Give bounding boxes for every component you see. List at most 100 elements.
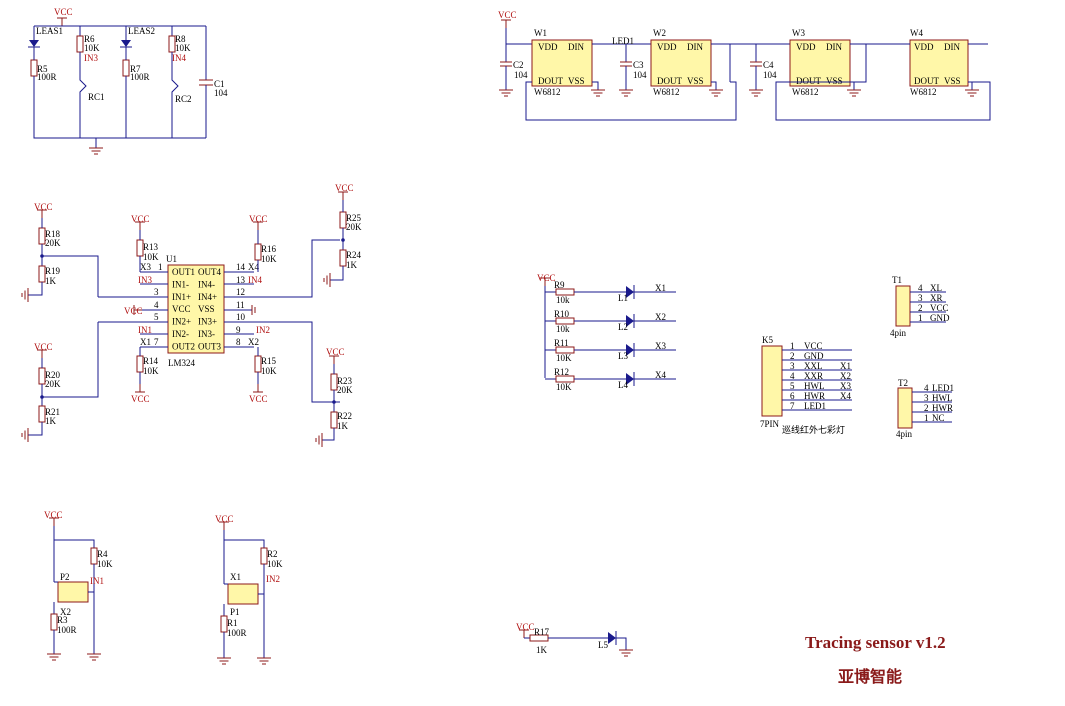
t2-type: 4pin <box>896 429 913 439</box>
k5-pin-number: 5 <box>790 381 795 391</box>
k5-pin-name: HWR <box>804 391 825 401</box>
u1-pin-left-2: IN1+ <box>172 292 191 302</box>
r6-label: R6 <box>84 34 95 44</box>
u1-pin-left-6: OUT2 <box>172 341 195 351</box>
p2-label: P2 <box>60 572 70 582</box>
r4-label: R4 <box>97 549 108 559</box>
r25-vcc: VCC <box>335 183 354 193</box>
t1-pin-name: XL <box>930 283 942 293</box>
r14-value: 10K <box>143 366 159 376</box>
t2-pin-name: LED1 <box>932 383 954 393</box>
w4-chip <box>909 39 969 87</box>
r6-value: 10K <box>84 43 100 53</box>
k5-type: 7PIN <box>760 419 780 429</box>
w2-part: W6812 <box>653 87 680 97</box>
t1-pin-number: 1 <box>918 313 923 323</box>
t2-pin-name: HWL <box>932 393 953 403</box>
k5-pin-number: 3 <box>790 361 795 371</box>
in4-net: IN4 <box>172 53 186 63</box>
r15-vcc: VCC <box>249 394 268 404</box>
k5-pin-name: LED1 <box>804 401 826 411</box>
w3-part: W6812 <box>792 87 819 97</box>
u1-pin-left-5: IN2- <box>172 329 189 339</box>
t1-pin-name: VCC <box>930 303 949 313</box>
t1-pin-name: GND <box>930 313 950 323</box>
w4-dout: DOUT <box>914 76 939 86</box>
svg-text:5: 5 <box>154 312 159 322</box>
u1-pin-right-2: IN4+ <box>198 292 217 302</box>
r14-vcc: VCC <box>131 394 150 404</box>
indicator-row: R12 10K L4 X4 <box>545 367 676 392</box>
w3-din: DIN <box>826 42 842 52</box>
u1-chip <box>167 264 225 354</box>
indicator-resistor-value: 10k <box>556 324 570 334</box>
k5-pin-number: 2 <box>790 351 795 361</box>
t2-pin-name: NC <box>932 413 945 423</box>
indicator-resistor-value: 10k <box>556 295 570 305</box>
k5-pin-number: 7 <box>790 401 795 411</box>
indicator-net: X4 <box>655 370 666 380</box>
led1-net: LED1 <box>612 36 634 46</box>
r18-value: 20K <box>45 238 61 248</box>
r18-vcc: VCC <box>34 202 53 212</box>
p2-x2-net: X2 <box>60 607 71 617</box>
w3-label: W3 <box>792 28 805 38</box>
u1-part: LM324 <box>168 358 196 368</box>
r25-label: R25 <box>346 213 362 223</box>
svg-text:10: 10 <box>236 312 246 322</box>
r5-value: 100R <box>37 72 57 82</box>
indicator-led-label: L4 <box>618 380 628 390</box>
r22-value: 1K <box>337 421 349 431</box>
w2-chip <box>650 39 712 87</box>
u1-x4-net: X4 <box>248 262 259 272</box>
svg-text:13: 13 <box>236 275 246 285</box>
indicator-led-label: L3 <box>618 351 628 361</box>
t1-label: T1 <box>892 275 902 285</box>
t1-type: 4pin <box>890 328 907 338</box>
r1-label: R1 <box>227 618 238 628</box>
k5-pin-number: 1 <box>790 341 795 351</box>
r7-label: R7 <box>130 64 141 74</box>
led-chain: VCC C2 104 W1 VDD DIN DOUT VSS W6812 LED… <box>498 10 991 121</box>
in3-net: IN3 <box>84 53 98 63</box>
w1-din: DIN <box>568 42 584 52</box>
u1-in4-net: IN4 <box>248 275 262 285</box>
r3-label: R3 <box>57 615 68 625</box>
r17-label: R17 <box>534 627 550 637</box>
indicator-resistor-value: 10K <box>556 353 572 363</box>
c2-label: C2 <box>513 60 524 70</box>
t2-pin-number: 3 <box>924 393 929 403</box>
w2-dout: DOUT <box>657 76 682 86</box>
title-company: 亚博智能 <box>838 667 902 686</box>
r13-value: 10K <box>143 252 159 262</box>
w1-label: W1 <box>534 28 547 38</box>
u1-pin-right-4: IN3+ <box>198 317 217 327</box>
indicator-resistor-label: R9 <box>554 280 565 290</box>
ind-vcc: VCC <box>537 273 556 283</box>
r19-label: R19 <box>45 266 61 276</box>
sensor-block: VCC LEAS1 R5 100R R6 10K IN3 RC1 LEAS2 R… <box>28 7 228 155</box>
r7-value: 100R <box>130 72 150 82</box>
t2-pin-number: 2 <box>924 403 929 413</box>
k5-connector <box>761 345 783 417</box>
r20-vcc: VCC <box>34 342 53 352</box>
w1-vdd: VDD <box>538 42 558 52</box>
vcc-label: VCC <box>54 7 73 17</box>
w1-part: W6812 <box>534 87 561 97</box>
svg-text:7: 7 <box>154 337 159 347</box>
w1-dout: DOUT <box>538 76 563 86</box>
indicator-resistor-value: 10K <box>556 382 572 392</box>
r19-value: 1K <box>45 276 57 286</box>
k5-pin-name: XXR <box>804 371 823 381</box>
u1-pin-left-3: VCC <box>172 304 191 314</box>
u1-x1-net: X1 <box>140 337 151 347</box>
r16-value: 10K <box>261 254 277 264</box>
r14-label: R14 <box>143 356 159 366</box>
indicator-resistor-label: R12 <box>554 367 569 377</box>
rc2-label: RC2 <box>175 94 192 104</box>
